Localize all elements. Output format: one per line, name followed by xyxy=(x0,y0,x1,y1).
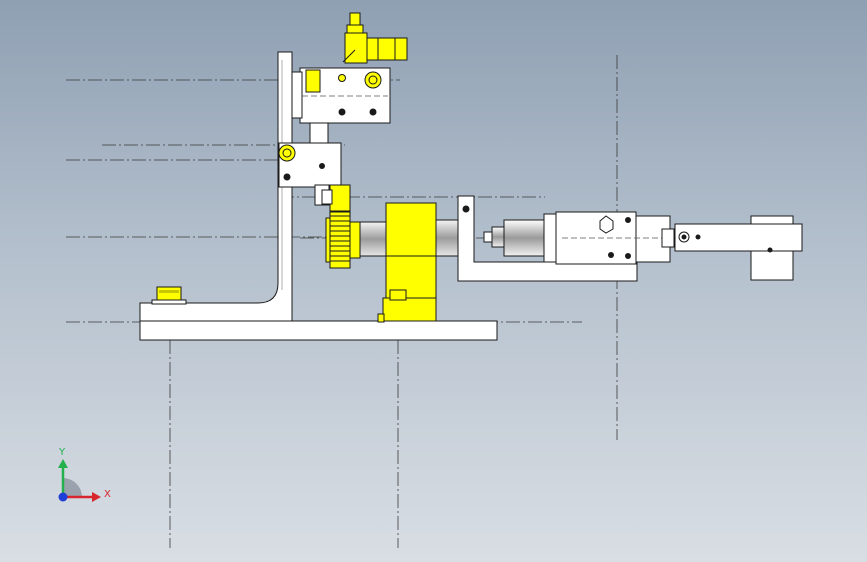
servo-motor[interactable] xyxy=(483,211,675,265)
base-bolt-left[interactable] xyxy=(151,286,187,305)
triad-y-label: Y xyxy=(58,447,66,458)
gear-support-bracket[interactable] xyxy=(321,184,351,212)
coordinate-triad-icon: Y X xyxy=(58,447,111,502)
end-arm[interactable] xyxy=(674,215,803,281)
middle-clamp-block[interactable] xyxy=(278,142,342,206)
drive-shaft[interactable] xyxy=(359,221,387,257)
centerlines xyxy=(66,55,618,548)
output-shaft[interactable] xyxy=(435,219,461,257)
upper-cylinder-block[interactable] xyxy=(291,67,391,144)
spur-gear[interactable] xyxy=(325,211,361,269)
l-bracket[interactable] xyxy=(139,51,293,322)
base-plate[interactable] xyxy=(139,320,498,341)
air-fitting[interactable] xyxy=(342,12,408,64)
bearing-housing[interactable] xyxy=(377,202,437,323)
triad-x-label: X xyxy=(104,489,111,500)
